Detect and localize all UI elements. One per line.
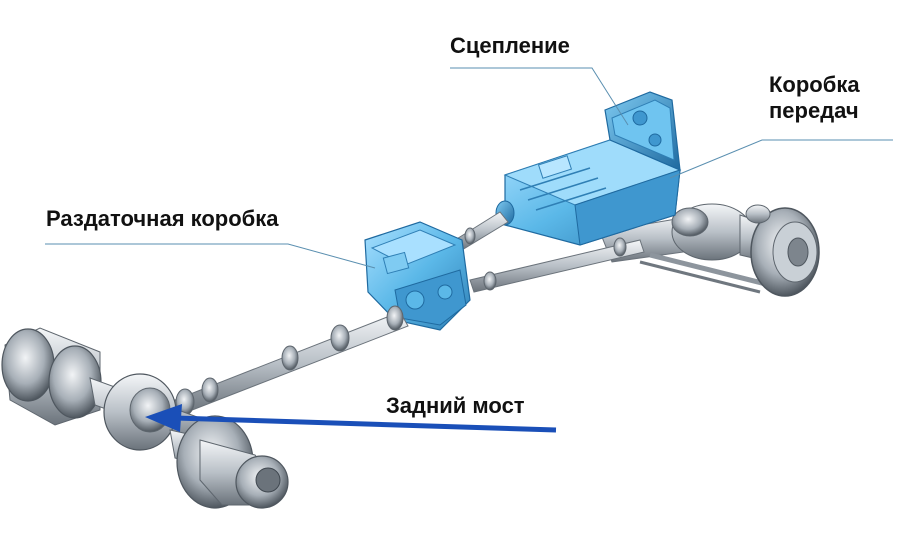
rear-axle-label: Задний мост xyxy=(386,393,525,418)
clutch-housing xyxy=(604,91,681,171)
rear-axle-arrow xyxy=(145,404,557,433)
front-axle xyxy=(599,203,820,297)
clutch-label: Сцепление xyxy=(450,33,570,58)
gearbox-label-line1: Коробка xyxy=(769,72,860,97)
gearbox-leader xyxy=(669,139,893,179)
transfer-case xyxy=(364,221,471,331)
rear-propeller-shaft xyxy=(174,305,409,416)
gearbox-label-line2: передач xyxy=(769,98,859,123)
gearbox-label: Коробка передач xyxy=(769,72,860,124)
clutch-leader xyxy=(450,67,629,126)
front-propeller-shaft xyxy=(469,237,645,293)
transfer-case-label: Раздаточная коробка xyxy=(46,206,279,231)
leader-lines xyxy=(45,67,893,269)
gearbox xyxy=(495,139,682,246)
transfer-leader xyxy=(45,243,376,269)
